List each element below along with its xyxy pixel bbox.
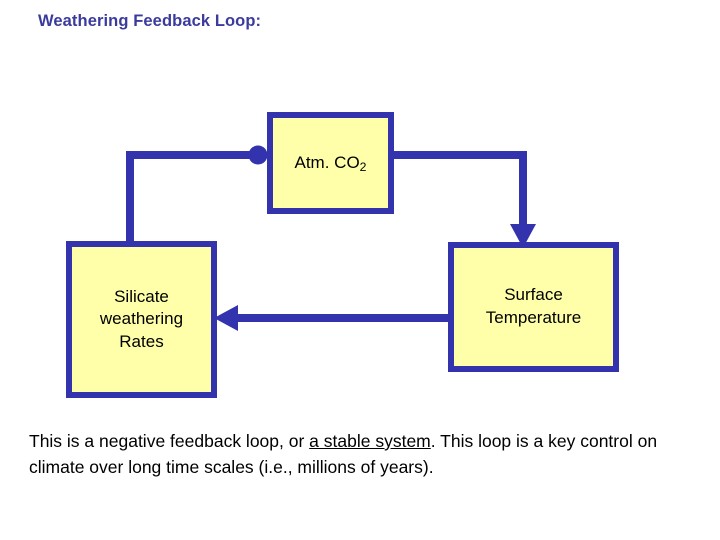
node-atm-co2-label: Atm. CO2: [291, 152, 371, 175]
node-silicate-label: Silicate weathering Rates: [96, 286, 187, 354]
connector-arrow-head-down-icon: [510, 224, 536, 248]
connector-silicate-to-co2: [126, 145, 268, 246]
node-surface-temperature-label-line2: Temperature: [485, 308, 582, 327]
connector-lines: [126, 145, 536, 331]
connector-temperature-to-silicate: [214, 305, 452, 331]
node-surface-temperature-label: Surface Temperature: [482, 284, 585, 329]
caption-part2: . This loop is a key control on climate …: [29, 431, 658, 477]
node-surface-temperature-label-line1: Surface: [504, 285, 563, 305]
connector-dot-head-icon: [248, 145, 268, 165]
caption-part1: This is a negative feedback loop, or: [29, 431, 310, 451]
caption-emphasis: a stable system: [309, 431, 431, 451]
node-atm-co2[interactable]: Atm. CO2: [267, 112, 394, 214]
connector-co2-to-temperature: [391, 151, 536, 248]
caption-text: This is a negative feedback loop, or a s…: [29, 428, 701, 480]
node-atm-co2-label-text: Atm. CO: [294, 152, 360, 172]
node-surface-temperature[interactable]: Surface Temperature: [448, 242, 619, 372]
connector-co2-to-temperature-line: [391, 151, 527, 232]
node-silicate-label-line3: Rates: [119, 331, 164, 351]
connector-silicate-to-co2-line: [126, 151, 252, 246]
node-silicate-label-line2: weathering: [99, 309, 184, 329]
node-silicate-label-line1: Silicate: [114, 286, 169, 306]
node-silicate-weathering-rates[interactable]: Silicate weathering Rates: [66, 241, 217, 398]
feedback-loop-diagram: Atm. CO2 Silicate weathering Rates Surfa…: [66, 112, 619, 398]
connector-arrow-head-left-icon: [214, 305, 238, 331]
page-title: Weathering Feedback Loop:: [38, 12, 262, 30]
node-atm-co2-subscript: 2: [359, 160, 367, 175]
